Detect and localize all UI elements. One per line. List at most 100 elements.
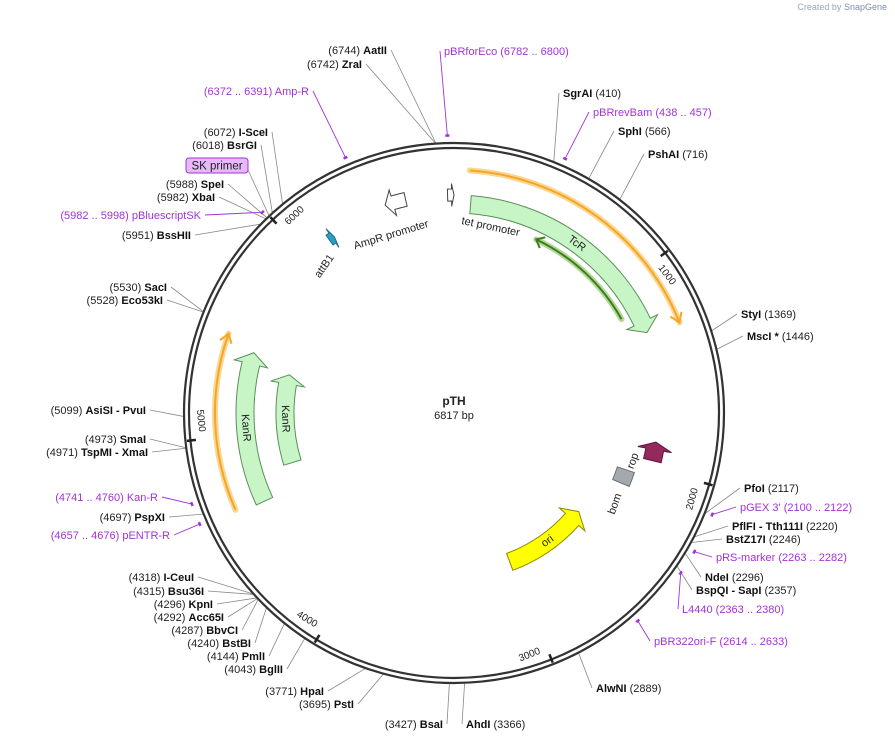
primer-mark-pbrrevbam[interactable] <box>562 156 568 161</box>
primer-name[interactable]: Kan-R <box>127 492 158 504</box>
site-bsai[interactable]: (3427) BsaI <box>385 719 443 731</box>
site-name[interactable]: BspQI - SapI <box>696 585 761 597</box>
site-bstz17i[interactable]: BstZ17I (2246) <box>726 534 801 546</box>
site-zraI[interactable]: (6742) ZraI <box>307 59 362 71</box>
site-bbvci[interactable]: (4287) BbvCI <box>171 625 238 637</box>
site-styi[interactable]: StyI (1369) <box>741 309 796 321</box>
site-sgrai[interactable]: SgrAI (410) <box>563 88 621 100</box>
site-bsshii[interactable]: (5951) BssHII <box>122 230 191 242</box>
feature-rop[interactable] <box>637 441 672 464</box>
primer-mark-l4440[interactable] <box>678 570 683 576</box>
site-name[interactable]: AhdI <box>466 719 490 731</box>
primer-kan-r[interactable]: (4741 .. 4760) Kan-R <box>55 492 158 504</box>
feature-bom[interactable] <box>611 466 636 488</box>
site-bsrgi[interactable]: (6018) BsrGI <box>192 140 257 152</box>
site-tspmi-xmai[interactable]: (4971) TspMI - XmaI <box>46 447 148 459</box>
site-name[interactable]: SacI <box>144 282 167 294</box>
site-i-scei[interactable]: (6072) I-SceI <box>204 127 268 139</box>
site-name[interactable]: SpeI <box>201 179 224 191</box>
site-bstbi[interactable]: (4240) BstBI <box>187 638 251 650</box>
site-name[interactable]: Eco53kI <box>121 295 163 307</box>
site-name[interactable]: StyI <box>741 309 761 321</box>
site-eco53ki[interactable]: (5528) Eco53kI <box>87 295 163 307</box>
site-name[interactable]: PstI <box>334 699 354 711</box>
primer-name[interactable]: pBR322ori-F <box>654 636 717 648</box>
site-alwni[interactable]: AlwNI (2889) <box>596 683 661 695</box>
site-sphi[interactable]: SphI (566) <box>618 126 671 138</box>
site-name[interactable]: KpnI <box>189 599 213 611</box>
site-saci[interactable]: (5530) SacI <box>110 282 168 294</box>
primer-pbrforeco[interactable]: pBRforEco (6782 .. 6800) <box>444 46 569 58</box>
site-name[interactable]: PflFI - Tth111I <box>732 521 803 533</box>
site-name[interactable]: BssHII <box>157 230 191 242</box>
site-bspqi-sapi[interactable]: BspQI - SapI (2357) <box>696 585 796 597</box>
site-kpni[interactable]: (4296) KpnI <box>154 599 213 611</box>
site-name[interactable]: BbvCI <box>206 625 238 637</box>
site-name[interactable]: AatII <box>363 45 387 57</box>
site-acc65i[interactable]: (4292) Acc65I <box>154 612 224 624</box>
feature-kanr-1[interactable] <box>232 352 274 506</box>
primer-pgex3[interactable]: pGEX 3' (2100 .. 2122) <box>740 502 852 514</box>
sk-primer-box[interactable] <box>185 157 249 174</box>
primer-mark-pentr-r[interactable] <box>197 521 202 527</box>
site-name[interactable]: BstBI <box>222 638 251 650</box>
site-name[interactable]: NdeI <box>705 572 729 584</box>
primer-mark-pbluescriptsk[interactable] <box>260 209 265 215</box>
primer-mark-pgex3[interactable] <box>710 512 715 517</box>
feature-tcr[interactable] <box>469 195 659 334</box>
primer-name[interactable]: pGEX 3' <box>740 502 781 514</box>
feature-kanr-2[interactable] <box>270 374 307 466</box>
site-pflfi-tth111i[interactable]: PflFI - Tth111I (2220) <box>732 521 838 533</box>
primer-name[interactable]: pENTR-R <box>122 530 170 542</box>
site-name[interactable]: AsiSI - PvuI <box>85 405 146 417</box>
site-bsu36i[interactable]: (4315) Bsu36I <box>133 586 204 598</box>
site-psti[interactable]: (3695) PstI <box>299 699 354 711</box>
primer-mark-pbr322ori-f[interactable] <box>635 618 641 624</box>
site-name[interactable]: TspMI - XmaI <box>81 447 148 459</box>
site-name[interactable]: ZraI <box>342 59 362 71</box>
site-spei[interactable]: (5988) SpeI <box>166 179 224 191</box>
primer-mark-kan-r[interactable] <box>190 501 194 507</box>
site-xbai[interactable]: (5982) XbaI <box>157 192 215 204</box>
primer-name[interactable]: pBRforEco <box>444 46 497 58</box>
primer-mark-prs-marker[interactable] <box>692 549 697 555</box>
feature-ori[interactable] <box>505 507 586 571</box>
site-smai[interactable]: (4973) SmaI <box>85 434 146 446</box>
site-name[interactable]: Bsu36I <box>168 586 204 598</box>
primer-name[interactable]: L4440 <box>682 604 713 616</box>
primer-mark-amp-r[interactable] <box>343 155 348 160</box>
primer-name[interactable]: pBluescriptSK <box>132 210 202 222</box>
site-asisi-pvui[interactable]: (5099) AsiSI - PvuI <box>51 405 146 417</box>
site-aatII[interactable]: (6744) AatII <box>328 45 387 57</box>
feature-attb1[interactable] <box>325 228 340 248</box>
site-pshai[interactable]: PshAI (716) <box>648 149 708 161</box>
site-name[interactable]: SgrAI <box>563 88 592 100</box>
feature-ampr-promoter[interactable] <box>384 188 408 218</box>
site-hpai[interactable]: (3771) HpaI <box>265 686 324 698</box>
site-bglii[interactable]: (4043) BglII <box>224 664 283 676</box>
primer-amp-r[interactable]: (6372 .. 6391) Amp-R <box>204 86 309 98</box>
site-name[interactable]: I-SceI <box>239 127 268 139</box>
sk-primer-marker[interactable]: SK primer <box>185 157 249 174</box>
site-name[interactable]: XbaI <box>192 192 215 204</box>
primer-name[interactable]: Amp-R <box>275 86 309 98</box>
feature-tet-promoter[interactable] <box>446 183 455 207</box>
primer-name[interactable]: pRS-marker <box>716 552 776 564</box>
site-name[interactable]: I-CeuI <box>163 572 194 584</box>
primer-pentr-r[interactable]: (4657 .. 4676) pENTR-R <box>51 530 170 542</box>
site-name[interactable]: SphI <box>618 126 642 138</box>
site-msci[interactable]: MscI * (1446) <box>747 331 814 343</box>
site-name[interactable]: Acc65I <box>189 612 224 624</box>
site-i-ceui[interactable]: (4318) I-CeuI <box>129 572 194 584</box>
site-name[interactable]: BsrGI <box>227 140 257 152</box>
primer-pbluescriptsk[interactable]: (5982 .. 5998) pBluescriptSK <box>60 210 201 222</box>
primer-l4440[interactable]: L4440 (2363 .. 2380) <box>682 604 784 616</box>
site-name[interactable]: SmaI <box>120 434 146 446</box>
primer-name[interactable]: pBRrevBam <box>593 107 652 119</box>
site-ahdi[interactable]: AhdI (3366) <box>466 719 525 731</box>
site-name[interactable]: BsaI <box>420 719 443 731</box>
site-name[interactable]: PshAI <box>648 149 679 161</box>
site-pmli[interactable]: (4144) PmlI <box>207 651 265 663</box>
site-name[interactable]: BglII <box>259 664 283 676</box>
site-name[interactable]: PspXI <box>134 512 165 524</box>
